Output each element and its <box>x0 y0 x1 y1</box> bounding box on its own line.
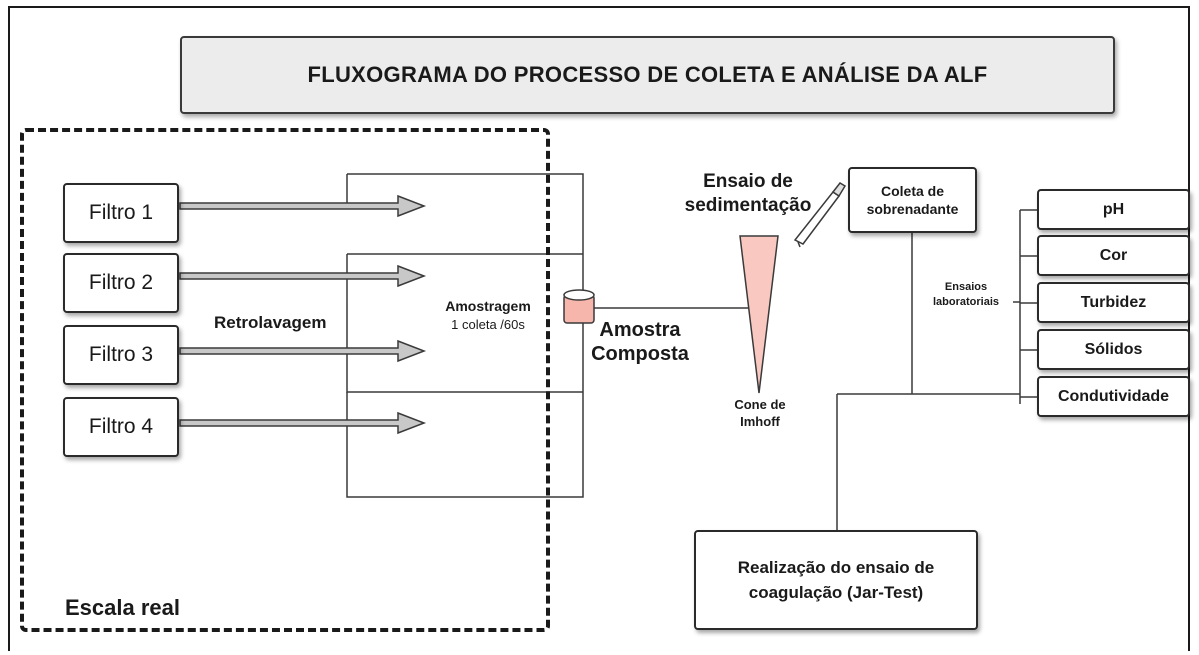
arrow-filter-3 <box>179 339 427 363</box>
line-to-jar <box>836 393 1020 530</box>
amostra-composta-label: Amostra Composta <box>585 318 695 366</box>
param-box-condutividade: Condutividade <box>1037 376 1190 417</box>
pipette-icon <box>793 182 847 248</box>
filter-box-2: Filtro 2 <box>63 253 179 313</box>
arrow-filter-2 <box>179 264 427 288</box>
ensaios-laboratoriais-label: Ensaios laboratoriais <box>920 280 1012 310</box>
param-box-solidos: Sólidos <box>1037 329 1190 370</box>
escala-real-region <box>20 128 550 632</box>
param-bracket <box>1019 209 1037 404</box>
ensaio-sedimentacao-line2: sedimentação <box>684 195 812 216</box>
coleta-sobrenadante-box: Coleta de sobrenadante <box>848 167 977 233</box>
cone-imhoff-label: Cone de Imhoff <box>720 396 800 430</box>
diagram-frame <box>8 6 1190 651</box>
bracket-filter-1 <box>346 173 584 498</box>
amostragem-detail: 1 coleta /60s <box>451 317 525 332</box>
cone-line1: Cone de <box>734 397 786 412</box>
ensaios-line1: Ensaios <box>944 281 988 293</box>
arrow-filter-4 <box>179 411 427 435</box>
ensaios-line2: laboratoriais <box>932 296 1000 308</box>
ensaio-sedimentacao-line1: Ensaio de <box>703 171 793 192</box>
param-box-ph: pH <box>1037 189 1190 230</box>
filter-box-4: Filtro 4 <box>63 397 179 457</box>
arrow-filter-1 <box>179 194 427 218</box>
sample-cup-icon <box>563 289 595 324</box>
escala-real-label: Escala real <box>65 595 180 620</box>
filter-box-1: Filtro 1 <box>63 183 179 243</box>
cone-line2: Imhoff <box>740 414 780 429</box>
amostra-composta-line2: Composta <box>591 343 689 365</box>
retrolavagem-label: Retrolavagem <box>214 313 327 332</box>
bracket-filter-3 <box>346 300 583 393</box>
param-box-cor: Cor <box>1037 235 1190 276</box>
param-box-turbidez: Turbidez <box>1037 282 1190 323</box>
jar-test-box: Realização do ensaio de coagulação (Jar-… <box>694 530 978 630</box>
amostra-composta-line1: Amostra <box>599 319 681 341</box>
ensaio-sedimentacao-label: Ensaio de sedimentação <box>668 170 828 218</box>
diagram-title: FLUXOGRAMA DO PROCESSO DE COLETA E ANÁLI… <box>180 36 1115 114</box>
filter-box-3: Filtro 3 <box>63 325 179 385</box>
amostragem-label: Amostragem <box>445 298 531 314</box>
imhoff-cone-icon <box>739 235 779 394</box>
